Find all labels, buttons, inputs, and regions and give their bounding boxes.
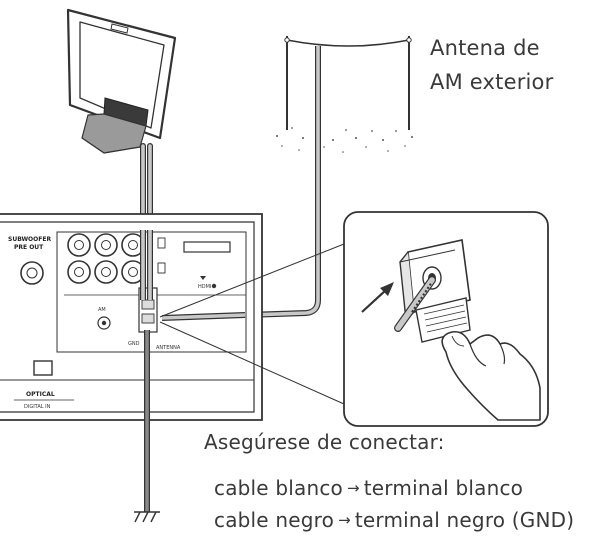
connection-detail-inset	[343, 211, 549, 427]
outdoor-antenna-label-line1: Antena de	[430, 36, 540, 60]
connection-note-title: Asegúrese de conectar:	[204, 430, 445, 454]
outdoor-antenna-label-line2: AM exterior	[430, 70, 554, 94]
white-cable-text: cable blanco	[214, 476, 343, 500]
subwoofer-label: SUBWOOFER	[8, 236, 51, 243]
black-cable-text: cable negro	[214, 508, 335, 532]
am-label: AM	[98, 307, 106, 313]
ground-wire	[134, 330, 160, 523]
hdmi-label: HDMI	[198, 284, 211, 290]
optical-label: OPTICAL	[26, 391, 55, 398]
indoor-loop-antenna	[66, 8, 177, 154]
earth-ground-icon	[134, 511, 160, 523]
digital-in-label: DIGITAL IN	[24, 404, 51, 410]
rca-jacks	[67, 233, 166, 284]
outdoor-antenna-cable	[161, 46, 321, 321]
optical-port: OPTICAL DIGITAL IN	[14, 360, 74, 410]
cable-plugs	[140, 230, 246, 321]
finger-pressing-icon	[441, 330, 541, 421]
gnd-label: GND	[128, 341, 140, 347]
white-terminal-text: terminal blanco	[363, 476, 524, 500]
callout-lines	[159, 243, 345, 405]
antenna-section-label: ANTENNA	[156, 345, 181, 351]
black-terminal-text: terminal negro (GND)	[354, 508, 575, 532]
subwoofer-preout-label: PRE OUT	[14, 244, 44, 251]
insert-arrow-icon	[361, 282, 394, 313]
white-cable-instruction: cable blanco→terminal blanco	[214, 476, 523, 500]
hdmi-port	[183, 241, 231, 253]
receiver-rear-panel: SUBWOOFER PRE OUT HDMI AM	[0, 213, 263, 421]
arrow-right-icon: →	[346, 479, 360, 497]
arrow-right-icon: →	[338, 511, 351, 529]
ground-texture	[276, 127, 413, 153]
outdoor-am-antenna	[276, 36, 413, 153]
black-cable-instruction: cable negro→terminal negro (GND)	[214, 508, 574, 532]
